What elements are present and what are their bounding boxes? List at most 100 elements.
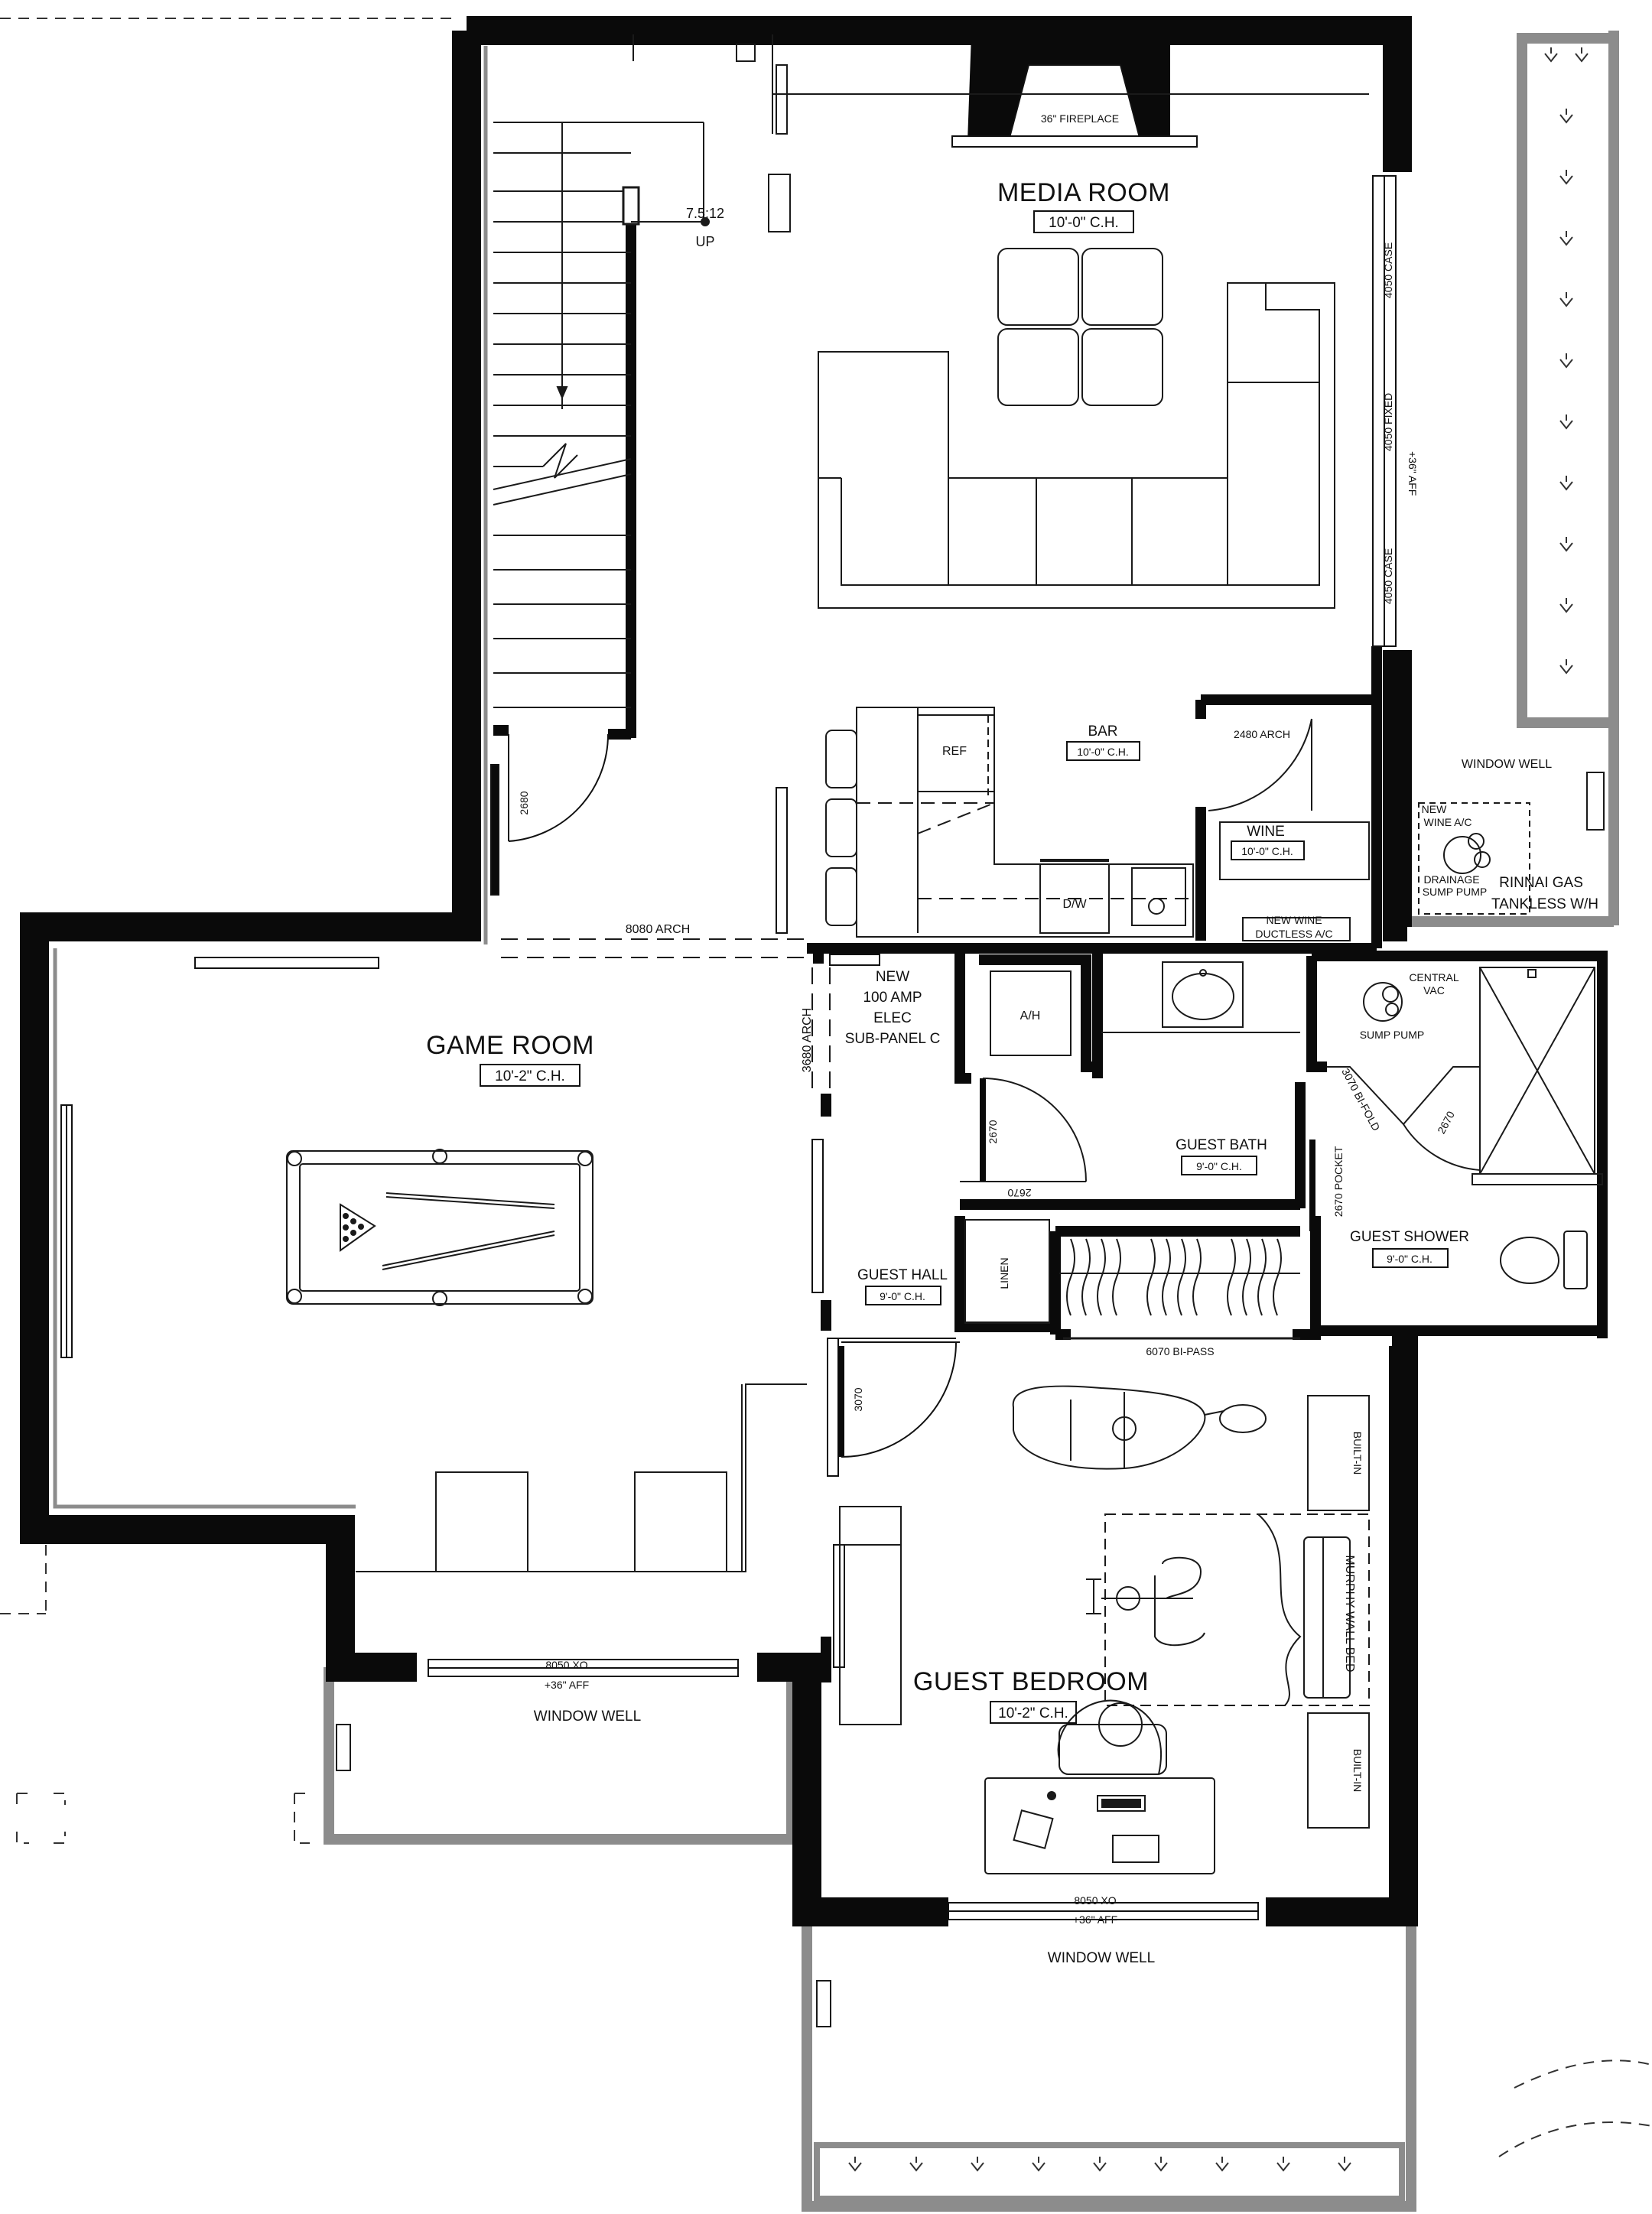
- window-well-east-label: WINDOW WELL: [1462, 758, 1552, 771]
- guest-bath-fixtures: [1101, 961, 1300, 1033]
- svg-text:+36" AFF: +36" AFF: [1406, 451, 1419, 496]
- window-aff-game: +36" AFF: [545, 1679, 589, 1691]
- closet-hangers: [1059, 1238, 1300, 1316]
- guest-shower-name: GUEST SHOWER: [1350, 1229, 1469, 1245]
- interior-walls: [493, 187, 1608, 1682]
- east-well-equipment: [1418, 772, 1605, 915]
- guest-shower-ceiling: 9'-0" C.H.: [1387, 1253, 1432, 1265]
- central-vac-2: VAC: [1423, 984, 1445, 996]
- guest-shower-label: GUEST SHOWER 9'-0" C.H.: [1350, 1229, 1469, 1268]
- pocket-door: [1309, 1140, 1315, 1231]
- guest-shower-fixtures: [1327, 967, 1603, 1289]
- game-room-ceiling: 10'-2" C.H.: [495, 1068, 565, 1084]
- pocket-2670: 2670 POCKET: [1332, 1146, 1345, 1217]
- arch-3680: 3680 ARCH: [801, 1008, 814, 1073]
- inner-wall-lines: [53, 46, 488, 1509]
- bar-name: BAR: [1088, 723, 1117, 740]
- guest-bath-label: GUEST BATH 9'-0" C.H.: [1176, 1137, 1267, 1175]
- drainage-2: SUMP PUMP: [1423, 886, 1488, 898]
- rinnai-1: RINNAI GAS: [1499, 875, 1583, 891]
- air-handler: [960, 970, 1087, 1182]
- builtin-top: BUILT-IN: [1351, 1432, 1364, 1475]
- svg-text:4050 CASE: 4050 CASE: [1382, 548, 1394, 604]
- window-aff-bed: +36" AFF: [1073, 1913, 1117, 1926]
- keyboard: [1047, 1791, 1141, 1808]
- pool-table: [286, 1149, 593, 1306]
- outdoor-ac-2: WINE A/C: [1423, 816, 1472, 828]
- drainage-1: DRAINAGE: [1423, 873, 1479, 886]
- bipass-6070: 6070 BI-PASS: [1146, 1345, 1214, 1357]
- subpanel-1: NEW: [876, 969, 909, 985]
- wine-ceiling: 10'-0" C.H.: [1241, 845, 1293, 857]
- wine-ac-line2: DUCTLESS A/C: [1255, 928, 1332, 940]
- media-room-label: MEDIA ROOM 10'-0" C.H.: [997, 178, 1170, 233]
- stairs: [493, 34, 773, 708]
- svg-text:4050 CASE: 4050 CASE: [1382, 242, 1394, 298]
- window-wells: [324, 31, 1619, 2212]
- ah-label: A/H: [1020, 1009, 1041, 1022]
- stair-door: [490, 733, 610, 896]
- arches: [501, 938, 831, 1094]
- linen-label: LINEN: [998, 1257, 1010, 1289]
- window-well-game: WINDOW WELL: [534, 1708, 641, 1725]
- door-3070: 3070: [852, 1387, 864, 1411]
- window-8050-game: 8050 XO: [545, 1659, 587, 1671]
- subpanel-2: 100 AMP: [863, 990, 922, 1006]
- media-room-ceiling: 10'-0" C.H.: [1049, 215, 1119, 231]
- subpanel-4: SUB-PANEL C: [845, 1031, 941, 1047]
- sump-pump-label: SUMP PUMP: [1360, 1029, 1425, 1041]
- dw-label: D/W: [1062, 898, 1087, 911]
- game-room-name: GAME ROOM: [426, 1031, 594, 1060]
- guest-bedroom-name: GUEST BEDROOM: [913, 1667, 1149, 1696]
- dashed-outlines: [0, 18, 1652, 2157]
- door-2670-c: 2670: [1435, 1109, 1457, 1136]
- windows: [60, 175, 1397, 1920]
- window-8050-bed: 8050 XO: [1074, 1894, 1116, 1907]
- central-vac-1: CENTRAL: [1409, 971, 1459, 983]
- rinnai-2: TANKLESS W/H: [1491, 896, 1598, 912]
- guest-bedroom-furniture: [839, 1385, 1370, 1874]
- stair-door-label: 2680: [518, 791, 530, 814]
- guest-bedroom-label: GUEST BEDROOM 10'-2" C.H.: [913, 1667, 1149, 1724]
- game-room-label: GAME ROOM 10'-2" C.H.: [426, 1031, 594, 1087]
- door-2670-b: 2670: [1007, 1187, 1031, 1199]
- window-well-bed: WINDOW WELL: [1048, 1950, 1155, 1966]
- billiard-balls: [343, 1213, 364, 1242]
- media-room-furniture: [768, 64, 1369, 609]
- arch-8080: 8080 ARCH: [626, 923, 691, 936]
- media-room-window-labels: 4050 CASE 4050 FIXED +36" AFF 4050 CASE: [1382, 242, 1419, 604]
- exterior-walls: [20, 16, 1418, 1926]
- guest-bath-ceiling: 9'-0" C.H.: [1196, 1160, 1242, 1172]
- well-hatch-game: [336, 1724, 351, 1771]
- wine-label: WINE 10'-0" C.H.: [1231, 824, 1305, 860]
- guest-bedroom-ceiling: 10'-2" C.H.: [998, 1705, 1068, 1721]
- wine-ac-line1: NEW WINE: [1266, 914, 1322, 926]
- wine-name: WINE: [1247, 824, 1285, 840]
- stair-up: UP: [695, 234, 714, 249]
- well-hatch-bed: [816, 1980, 831, 2027]
- game-room-furniture: [356, 1383, 807, 1572]
- sub-panel: [829, 954, 880, 966]
- bar-furniture: [825, 707, 1194, 938]
- wine-room-detail: [1208, 718, 1370, 941]
- svg-text:4050 FIXED: 4050 FIXED: [1382, 393, 1394, 451]
- guest-hall-ceiling: 9'-0" C.H.: [880, 1290, 925, 1302]
- planting-symbols: [848, 47, 1589, 2172]
- media-room-name: MEDIA ROOM: [997, 178, 1170, 207]
- outdoor-ac-1: NEW: [1422, 803, 1447, 815]
- guest-hall-label: GUEST HALL 9'-0" C.H.: [857, 1267, 948, 1305]
- bifold-3070: 3070 BI-FOLD: [1339, 1066, 1383, 1133]
- guest-hall-name: GUEST HALL: [857, 1267, 948, 1283]
- guest-bath-name: GUEST BATH: [1176, 1137, 1267, 1153]
- fireplace-label: 36" FIREPLACE: [1041, 112, 1119, 125]
- ref-label: REF: [942, 745, 967, 758]
- bar-label: BAR 10'-0" C.H.: [1066, 723, 1140, 761]
- bedroom-door: [834, 1338, 960, 1458]
- arch-2480: 2480 ARCH: [1234, 728, 1290, 740]
- builtin-bottom: BUILT-IN: [1351, 1749, 1364, 1793]
- linen-closet: [964, 1219, 1050, 1324]
- fireplace: [951, 34, 1198, 148]
- door-2670-a: 2670: [987, 1120, 999, 1143]
- bar-ceiling: 10'-0" C.H.: [1077, 746, 1129, 758]
